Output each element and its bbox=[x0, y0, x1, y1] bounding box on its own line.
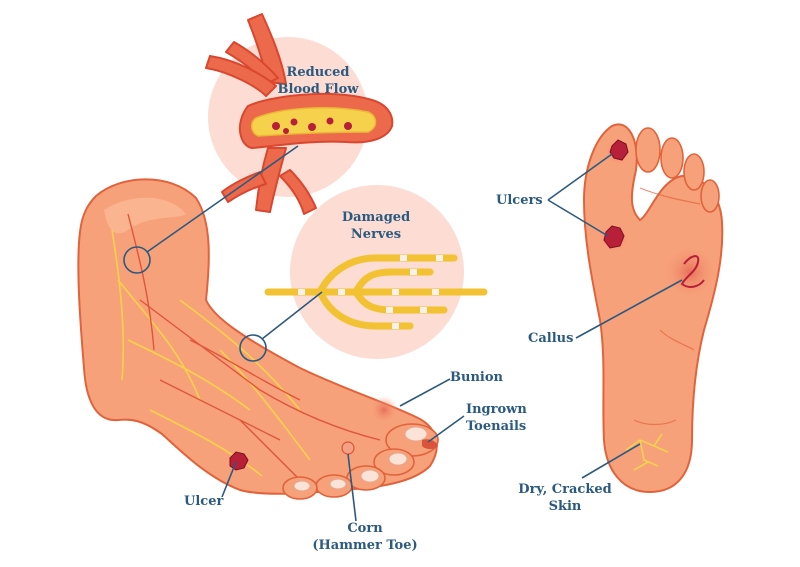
left-foot-toenails bbox=[293, 426, 428, 492]
label-callus: Callus bbox=[528, 331, 574, 346]
blood-vessel-illustration bbox=[205, 13, 394, 215]
blood-cells bbox=[272, 117, 352, 134]
label-ulcers: Ulcers bbox=[496, 193, 543, 208]
right-foot-creases bbox=[633, 187, 701, 426]
label-dry-cracked-skin-line-1: Dry, Cracked bbox=[518, 482, 612, 497]
bunion-mark bbox=[370, 396, 398, 424]
label-bunion: Bunion bbox=[450, 370, 503, 385]
label-ingrown-toenails: Ingrown Toenails bbox=[466, 401, 546, 435]
label-damaged-nerves-line-1: Damaged bbox=[341, 210, 411, 225]
callus-lines bbox=[680, 255, 705, 288]
ulcer-wound-mid bbox=[603, 225, 625, 249]
callus-mark bbox=[662, 244, 718, 300]
label-reduced-blood-flow: Reduced Blood Flow bbox=[268, 64, 368, 98]
label-ulcer: Ulcer bbox=[184, 494, 224, 509]
label-dry-cracked-skin: Dry, Cracked Skin bbox=[510, 481, 620, 515]
label-ingrown-toenails-line-1: Ingrown bbox=[466, 402, 527, 417]
leader-lines bbox=[123, 145, 683, 522]
label-dry-cracked-skin-line-2: Skin bbox=[548, 499, 582, 514]
dry-cracked-skin-mark bbox=[625, 433, 669, 471]
left-foot-highlight bbox=[104, 197, 186, 234]
vessel-plaque bbox=[251, 106, 377, 137]
label-ingrown-toenails-line-2: Toenails bbox=[466, 419, 527, 434]
label-damaged-nerves-line-2: Nerves bbox=[350, 227, 402, 242]
label-corn-line-1: Corn bbox=[347, 521, 383, 536]
corn-mark bbox=[341, 441, 355, 455]
label-corn: Corn (Hammer Toe) bbox=[310, 520, 420, 554]
label-corn-line-2: (Hammer Toe) bbox=[312, 538, 418, 553]
ulcer-wound-top bbox=[609, 139, 629, 161]
label-damaged-nerves: Damaged Nerves bbox=[326, 209, 426, 243]
nerve-nodes bbox=[298, 255, 443, 329]
label-reduced-blood-flow-line-2: Blood Flow bbox=[277, 82, 359, 97]
right-foot-sole bbox=[582, 123, 724, 494]
right-foot-toes bbox=[635, 127, 720, 213]
label-reduced-blood-flow-line-1: Reduced bbox=[286, 65, 350, 80]
left-foot-veins bbox=[127, 213, 381, 481]
ingrown-toenail-mark bbox=[422, 439, 438, 449]
